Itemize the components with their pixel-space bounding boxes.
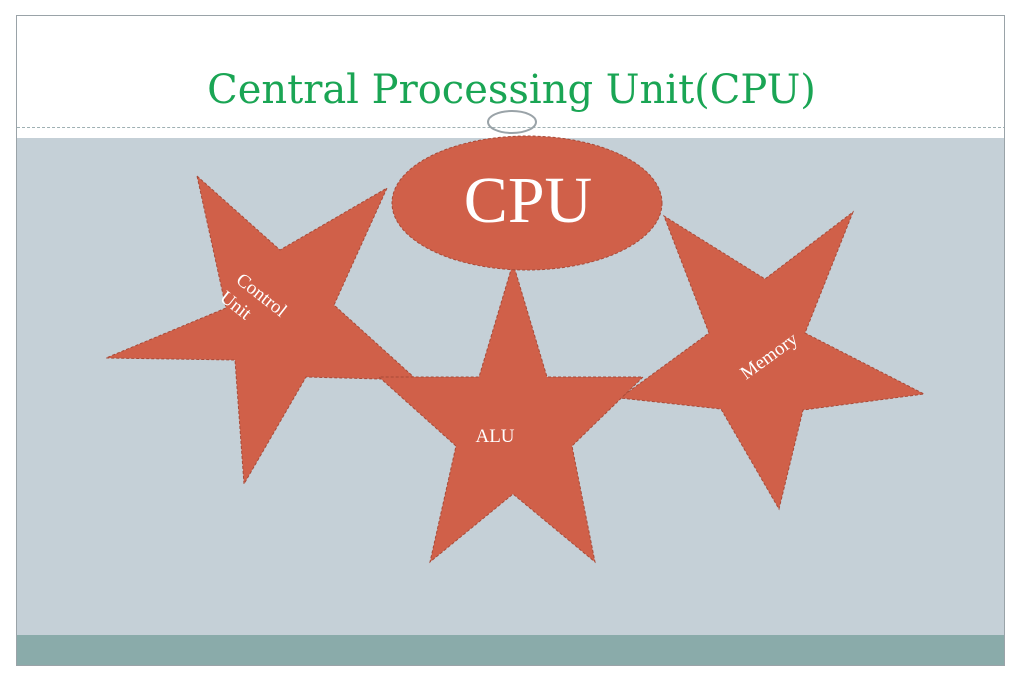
cpu-ellipse (391, 135, 663, 271)
slide: Central Processing Unit(CPU) Control Uni… (16, 15, 1005, 666)
star-memory-shape (618, 210, 926, 511)
star-memory: Memory (618, 210, 926, 511)
title-divider (17, 127, 1004, 128)
footer-band (17, 635, 1004, 665)
cpu-node: CPU (391, 135, 663, 271)
star-alu: ALU (377, 261, 645, 564)
cpu-label: CPU (464, 164, 592, 237)
cpu-diagram: Control Unit Memory ALU CPU (105, 110, 926, 564)
ring-connector-icon (487, 110, 537, 134)
slide-title: Central Processing Unit(CPU) (207, 67, 816, 113)
star-alu-shape (377, 261, 645, 564)
star-control-unit: Control Unit (105, 174, 419, 486)
star-control-unit-shape (105, 174, 419, 486)
star-alu-label: ALU (475, 426, 514, 447)
